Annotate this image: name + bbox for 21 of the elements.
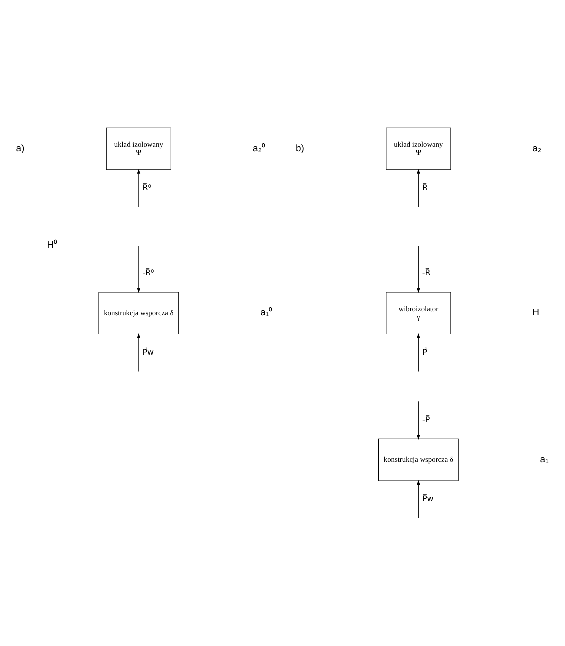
- label: a₁⁰: [260, 307, 272, 318]
- arrow: [417, 332, 420, 372]
- label: b): [296, 142, 304, 154]
- arrow: [137, 332, 141, 372]
- arrow: [417, 168, 420, 208]
- node-box: układ izolowany Ψ: [386, 127, 452, 170]
- arrow: [417, 480, 420, 518]
- label: a): [16, 142, 25, 154]
- node-box: konstrukcja wsporcza δ: [378, 438, 459, 481]
- label: H⁰: [47, 240, 58, 251]
- label: a₁: [540, 454, 549, 465]
- label: a₂⁰: [252, 142, 265, 154]
- node-box: układ izolowany Ψ: [106, 127, 172, 170]
- node-box: wibroizolator γ: [386, 292, 452, 334]
- arrow: [417, 400, 420, 440]
- arrow: [417, 246, 420, 293]
- label: a₂: [532, 142, 542, 154]
- arrow: [137, 246, 141, 293]
- node-box: konstrukcja wsporcza δ: [98, 292, 180, 334]
- arrow: [137, 168, 141, 208]
- label: H: [532, 307, 540, 318]
